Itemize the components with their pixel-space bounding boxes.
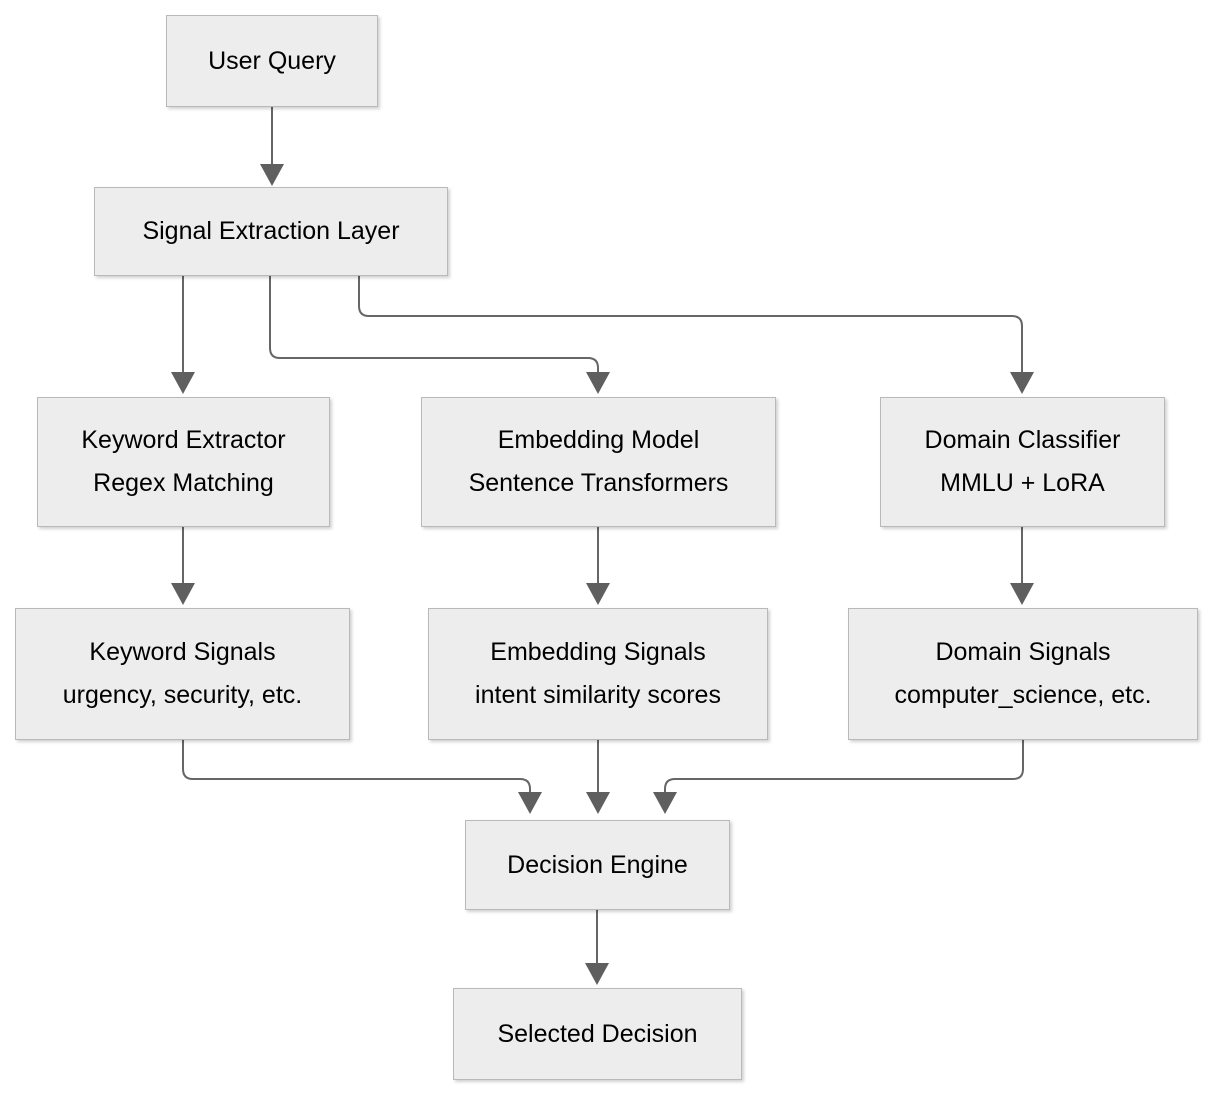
- node-label-line1: Embedding Model: [497, 426, 700, 454]
- node-domain-classifier: Domain Classifier MMLU + LoRA: [880, 397, 1165, 527]
- node-label-line2: intent similarity scores: [475, 681, 721, 709]
- edge-domain-signals-to-decision-engine: [653, 740, 1024, 814]
- node-label: Signal Extraction Layer: [142, 217, 400, 245]
- edge-keyword-extractor-to-keyword-signals: [171, 527, 195, 605]
- edge-embedding-model-to-embedding-signals: [586, 527, 610, 605]
- edge-signal-extraction-to-domain-classifier: [358, 276, 1034, 394]
- node-label-line1: Domain Classifier: [924, 426, 1121, 454]
- node-signal-extraction-layer: Signal Extraction Layer: [94, 187, 448, 276]
- node-domain-signals: Domain Signals computer_science, etc.: [848, 608, 1198, 740]
- node-label-line1: Domain Signals: [935, 638, 1111, 666]
- node-decision-engine: Decision Engine: [465, 820, 730, 910]
- node-label-line2: urgency, security, etc.: [62, 681, 303, 709]
- node-keyword-signals: Keyword Signals urgency, security, etc.: [15, 608, 350, 740]
- node-selected-decision: Selected Decision: [453, 988, 742, 1080]
- edge-keyword-signals-to-decision-engine: [182, 740, 542, 814]
- edge-embedding-signals-to-decision-engine: [586, 740, 610, 814]
- node-keyword-extractor: Keyword Extractor Regex Matching: [37, 397, 330, 527]
- node-label: Selected Decision: [497, 1019, 698, 1048]
- node-label-line1: Keyword Extractor: [81, 426, 286, 454]
- node-label: User Query: [208, 46, 336, 75]
- node-embedding-model: Embedding Model Sentence Transformers: [421, 397, 776, 527]
- edge-signal-extraction-to-keyword-extractor: [171, 276, 195, 394]
- node-label-line1: Keyword Signals: [89, 638, 276, 666]
- edge-decision-engine-to-selected-decision: [585, 910, 609, 985]
- node-label-line2: computer_science, etc.: [894, 681, 1152, 709]
- node-embedding-signals: Embedding Signals intent similarity scor…: [428, 608, 768, 740]
- node-label-line2: Regex Matching: [93, 469, 274, 497]
- edge-user-query-to-signal-extraction: [260, 107, 284, 186]
- edge-domain-classifier-to-domain-signals: [1010, 527, 1034, 605]
- node-label-line1: Embedding Signals: [490, 638, 706, 666]
- node-label-line2: MMLU + LoRA: [940, 469, 1105, 497]
- node-user-query: User Query: [166, 15, 378, 107]
- edge-signal-extraction-to-embedding-model: [269, 276, 610, 394]
- node-label: Decision Engine: [507, 850, 688, 879]
- node-label-line2: Sentence Transformers: [468, 469, 729, 497]
